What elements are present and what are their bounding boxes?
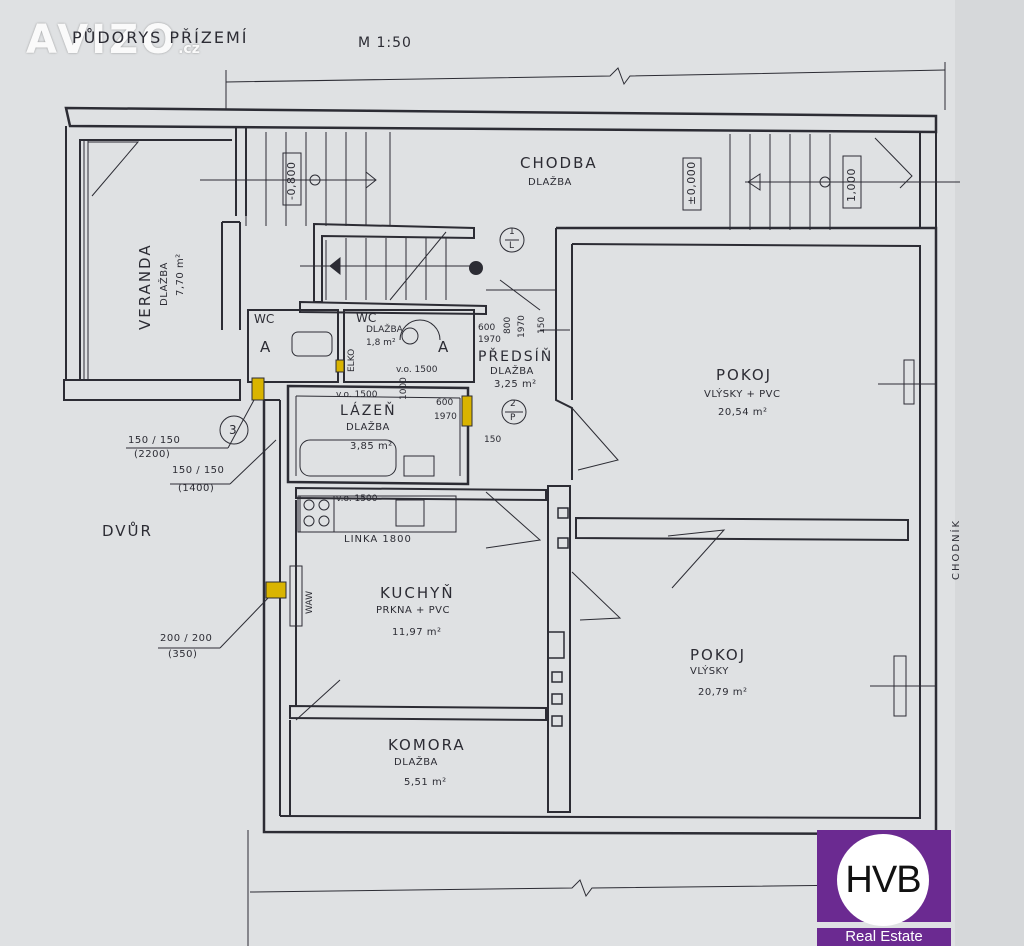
stair-marker-number: 1 <box>509 227 515 237</box>
room-kuchyn-area: 11,97 m² <box>392 627 442 638</box>
hvb-logo-subtitle: Real Estate <box>817 928 951 946</box>
hvb-logo-text: HVB <box>845 858 921 901</box>
dim-150-top: 150 <box>537 316 547 334</box>
dim-door-height-b: 1970 <box>517 315 527 338</box>
window3-size: 200 / 200 <box>160 633 213 644</box>
window3-sill: (350) <box>168 649 198 660</box>
room-predsin-area: 3,25 m² <box>494 379 537 390</box>
room-wc1-name: WC <box>254 312 275 326</box>
plan-title: PŮDORYS PŘÍZEMÍ <box>72 28 249 47</box>
dim-vo-wc: v.o. 1500 <box>396 365 438 375</box>
waw-label: WAW <box>305 591 315 614</box>
dim-door-width-c: 600 <box>436 398 454 408</box>
level-plus-label: 1,000 <box>845 168 858 202</box>
apartment-walls <box>247 226 938 836</box>
window-marker-number: 3 <box>229 423 237 437</box>
room-lazen-name: LÁZEŇ <box>340 403 397 419</box>
room-predsin-floor: DLAŽBA <box>490 366 534 377</box>
elko-label: ELKO <box>347 348 357 372</box>
window2-size: 150 / 150 <box>172 465 225 476</box>
area-dvur-label: DVŮR <box>102 522 153 540</box>
accent-markers <box>251 359 473 599</box>
room-pokoj1-area: 20,54 m² <box>718 407 768 418</box>
stair-marker-letter: L <box>509 241 515 251</box>
chimney-flues <box>547 507 569 727</box>
door-swings <box>291 279 726 721</box>
central-stairs <box>299 222 487 316</box>
leader-lines <box>126 152 862 649</box>
room-veranda-area: 7,70 m² <box>175 253 186 296</box>
dim-door-width-b: 800 <box>503 316 513 334</box>
section-a-left: A <box>260 338 271 356</box>
dim-door-height-a: 1970 <box>478 335 501 345</box>
room-komora-floor: DLAŽBA <box>394 757 438 768</box>
corridor-stairs-left <box>200 132 391 226</box>
dim-door-height-c: 1970 <box>434 412 457 422</box>
room-veranda-floor: DLAŽBA <box>159 262 170 306</box>
room-wc2-name: WC <box>356 311 377 325</box>
room-chodba-floor: DLAŽBA <box>528 177 572 188</box>
hvb-logo-circle: HVB <box>837 834 929 926</box>
room-wc2-area: 1,8 m² <box>366 338 396 348</box>
corridor-stairs-right <box>729 134 960 230</box>
hvb-logo: HVB <box>817 830 951 926</box>
window-marks <box>289 359 936 717</box>
room-wc2-floor: DLAŽBA <box>366 325 403 335</box>
corridor-top-wall <box>64 106 938 134</box>
room-pokoj2-floor: VLÝSKY <box>690 666 729 677</box>
kitchen-counter <box>297 495 457 533</box>
room-kuchyn-name: KUCHYŇ <box>380 584 455 602</box>
room-pokoj1-name: POKOJ <box>716 366 773 384</box>
window2-sill: (1400) <box>178 483 215 494</box>
room-lazen-floor: DLAŽBA <box>346 422 390 433</box>
room-veranda-name: VERANDA <box>136 243 154 330</box>
top-dimension-line <box>225 67 946 86</box>
room-komora-name: KOMORA <box>388 736 466 754</box>
area-chodnik-label: CHODNÍK <box>951 518 962 580</box>
veranda-walls <box>63 126 241 401</box>
room-kuchyn-floor: PRKNA + PVC <box>376 605 450 616</box>
window1-size: 150 / 150 <box>128 435 181 446</box>
room-predsin-name: PŘEDSÍŇ <box>478 349 554 365</box>
level-zero-label: ±0,000 <box>685 161 698 205</box>
paper-edge <box>955 0 1024 946</box>
watermark-logo: AVIZO.cz <box>26 17 200 63</box>
plan-scale: M 1:50 <box>358 35 412 51</box>
door-marker-number: 2 <box>510 399 516 409</box>
room-pokoj1-floor: VLÝSKY + PVC <box>704 389 781 400</box>
level-minus-label: -0,800 <box>285 161 298 200</box>
room-chodba-name: CHODBA <box>520 154 598 172</box>
dim-vo-linka: v.o. 1500 <box>336 494 378 504</box>
dim-door-width-a: 600 <box>478 323 496 333</box>
door-marker-letter: P <box>510 413 516 423</box>
kitchen-linka-label: LINKA 1800 <box>344 534 412 545</box>
window1-sill: (2200) <box>134 449 171 460</box>
room-pokoj2-name: POKOJ <box>690 646 747 664</box>
dim-vo-lazen: v.o. 1500 <box>336 390 378 400</box>
room-pokoj2-area: 20,79 m² <box>698 687 748 698</box>
bottom-dimension-line <box>249 879 951 898</box>
dim-150-bottom: 150 <box>484 435 502 445</box>
section-a-right: A <box>438 338 449 356</box>
room-lazen-area: 3,85 m² <box>350 441 393 452</box>
dim-1000: 1000 <box>399 377 409 400</box>
wall-between-pokoj <box>575 516 909 542</box>
room-komora-area: 5,51 m² <box>404 777 447 788</box>
